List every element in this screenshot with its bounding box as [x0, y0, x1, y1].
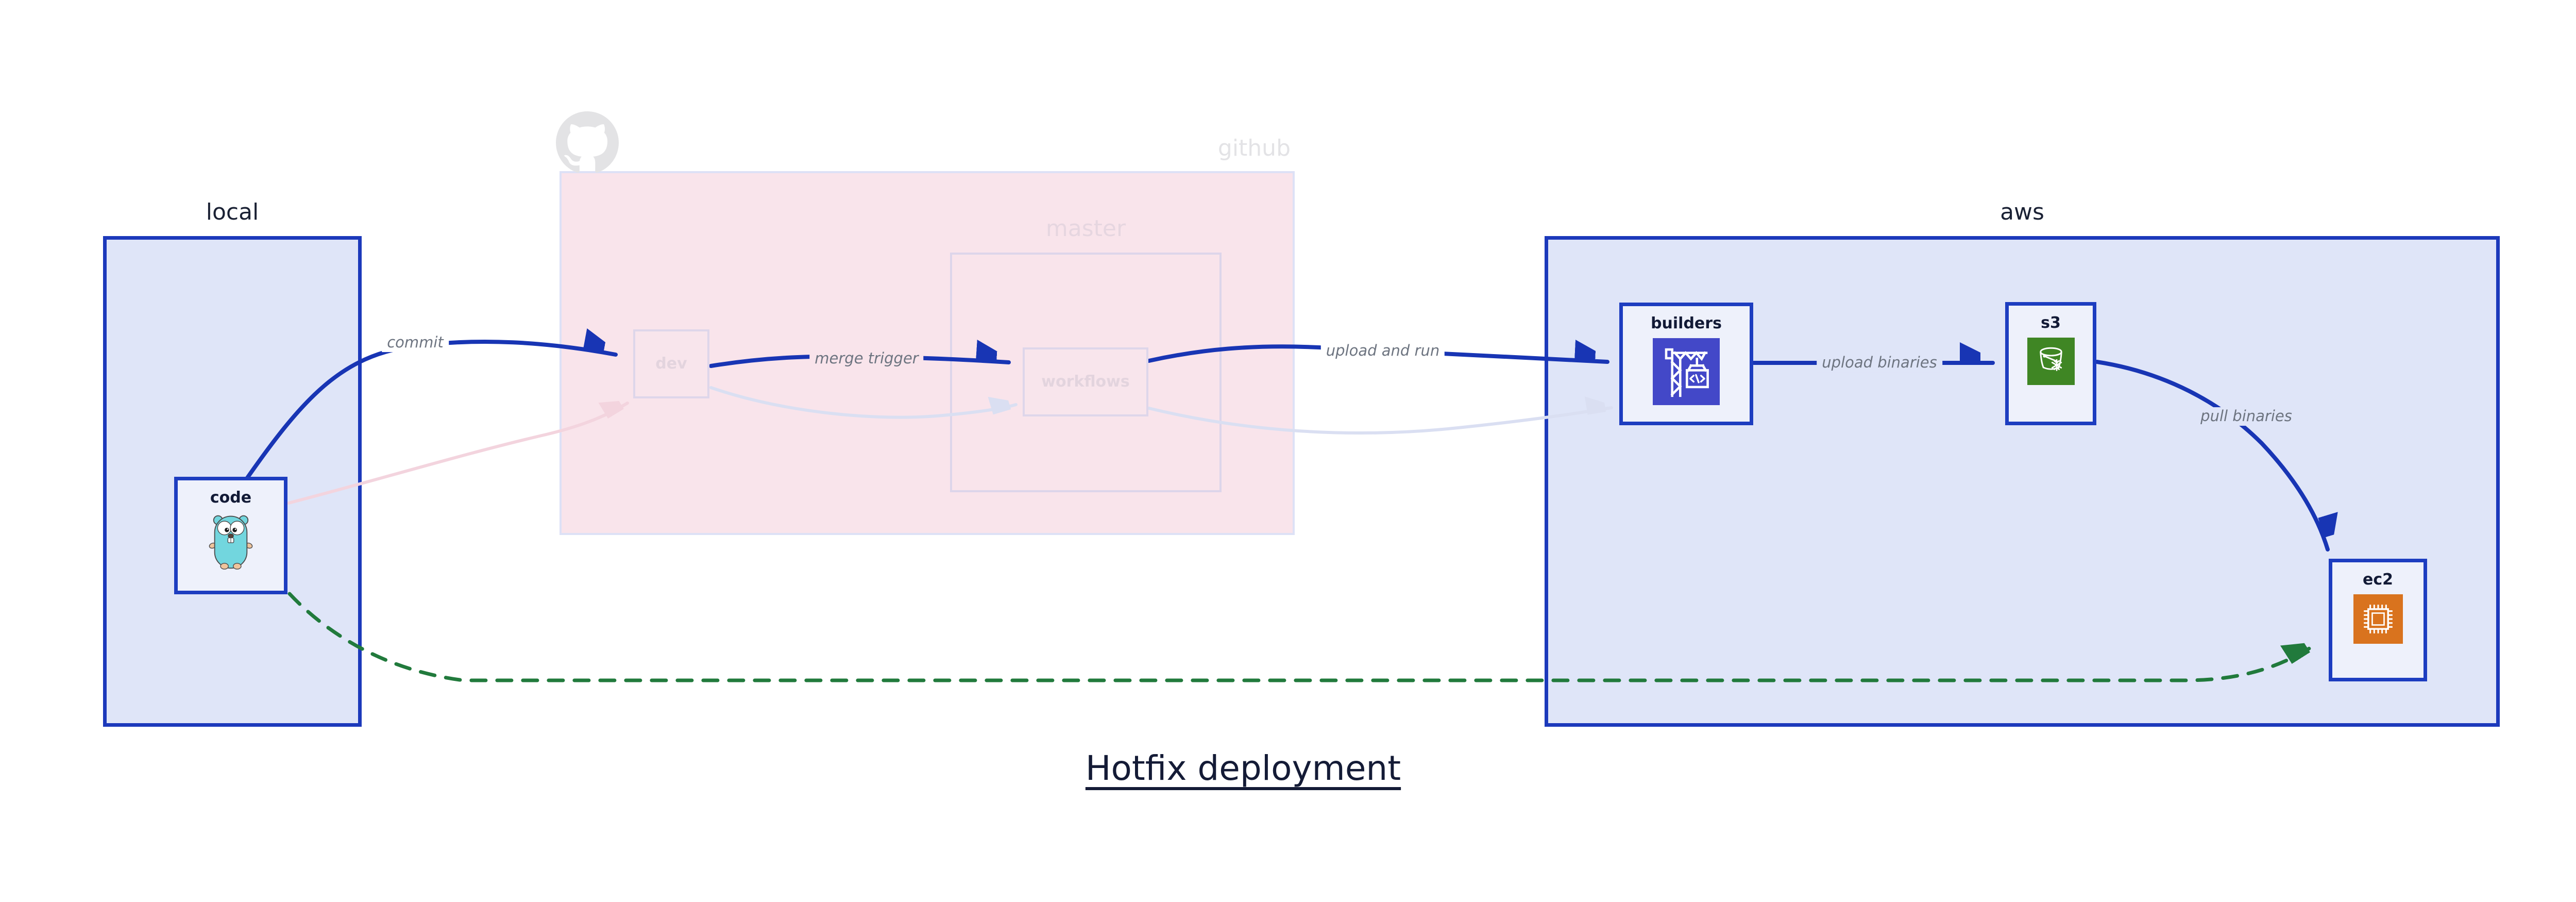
node-workflows: workflows	[1023, 347, 1148, 416]
node-code-label: code	[210, 489, 252, 507]
node-s3-label: s3	[2041, 314, 2061, 332]
aws-region-label: aws	[2000, 199, 2044, 225]
node-code: code	[174, 477, 287, 594]
s3-glacier-bucket-icon	[2027, 338, 2075, 385]
edge-label-commit: commit	[382, 333, 449, 352]
edge-label-merge-trigger: merge trigger	[809, 349, 924, 368]
edge-label-upload-and-run: upload and run	[1320, 342, 1445, 360]
codebuild-crane-icon	[1653, 338, 1720, 405]
master-region-box	[950, 253, 1222, 492]
local-region-label: local	[206, 199, 259, 225]
node-dev: dev	[633, 329, 709, 398]
node-workflows-label: workflows	[1041, 373, 1130, 391]
node-builders: builders	[1619, 303, 1753, 425]
ec2-chip-icon	[2353, 594, 2403, 644]
diagram-title: Hotfix deployment	[1085, 748, 1401, 788]
github-region-label: github	[1217, 135, 1291, 161]
github-octocat-icon	[556, 111, 619, 174]
node-s3: s3	[2005, 302, 2096, 425]
node-ec2-label: ec2	[2362, 571, 2393, 589]
node-dev-label: dev	[655, 355, 687, 373]
master-region-label: master	[1045, 215, 1126, 242]
edge-label-pull-binaries: pull binaries	[2195, 407, 2297, 426]
go-gopher-icon	[206, 512, 256, 571]
edge-label-upload-binaries: upload binaries	[1817, 354, 1942, 372]
node-ec2: ec2	[2329, 559, 2427, 681]
node-builders-label: builders	[1651, 314, 1722, 332]
